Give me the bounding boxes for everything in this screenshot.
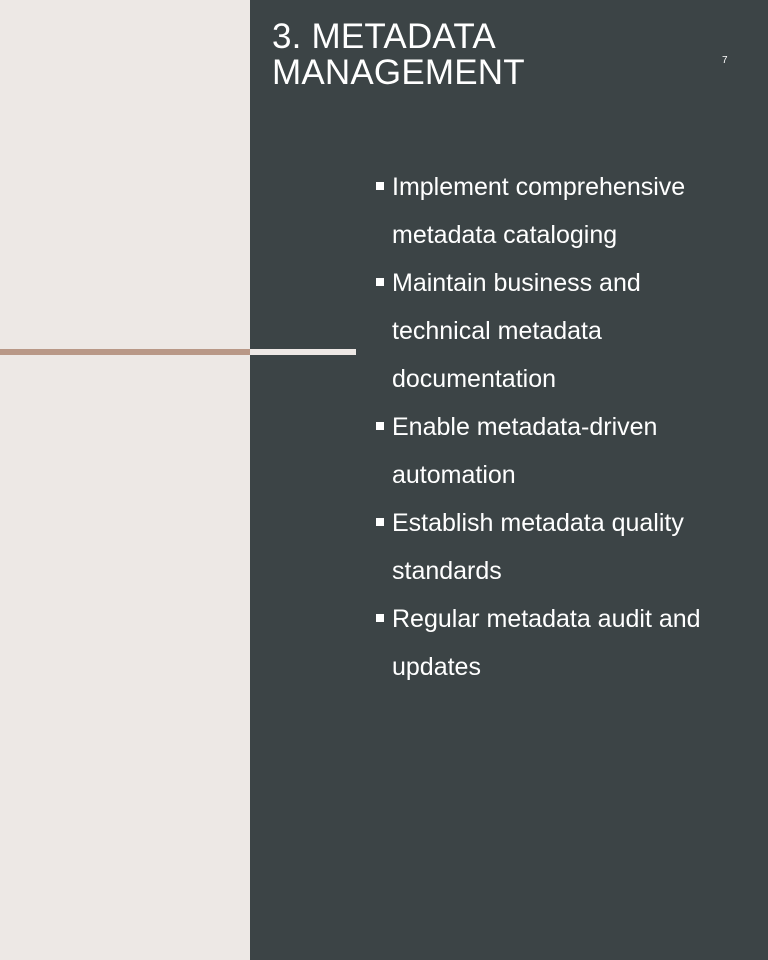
bullet-text: Implement comprehensive metadata catalog… <box>392 173 686 249</box>
bullet-item: Enable metadata-driven automation <box>374 403 744 499</box>
square-bullet-icon <box>376 182 384 190</box>
bullet-item: Establish metadata quality standards <box>374 499 744 595</box>
left-panel <box>0 0 250 960</box>
content-panel <box>250 0 768 960</box>
bullet-text: Maintain business and technical metadata… <box>392 269 641 393</box>
slide-title: 3. METADATA MANAGEMENT <box>272 17 525 92</box>
bullet-text: Establish metadata quality standards <box>392 509 684 585</box>
bullet-item: Regular metadata audit and updates <box>374 595 744 691</box>
square-bullet-icon <box>376 422 384 430</box>
page-number: 7 <box>722 55 728 66</box>
bullet-list: Implement comprehensive metadata catalog… <box>374 163 744 691</box>
bullet-text: Enable metadata-driven automation <box>392 413 658 489</box>
bullet-item: Maintain business and technical metadata… <box>374 259 744 403</box>
square-bullet-icon <box>376 614 384 622</box>
square-bullet-icon <box>376 278 384 286</box>
bullet-item: Implement comprehensive metadata catalog… <box>374 163 744 259</box>
bullet-text: Regular metadata audit and updates <box>392 605 701 681</box>
square-bullet-icon <box>376 518 384 526</box>
accent-line-left <box>0 349 250 355</box>
accent-line-right <box>250 349 356 355</box>
